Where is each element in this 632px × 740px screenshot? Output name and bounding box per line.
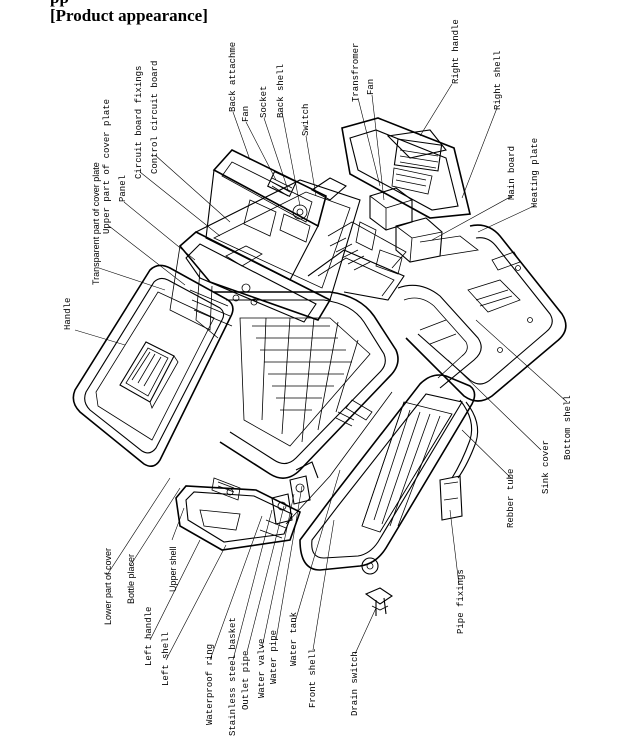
part-labels: Handle Transparent part of cover plate U… <box>63 19 573 736</box>
label-handle: Handle <box>63 298 73 330</box>
label-heating-plate: Heating plate <box>530 138 540 208</box>
pipe-drawing <box>439 399 479 521</box>
label-circuit-board-fixings: Circuit board fixings <box>134 66 144 179</box>
label-drain-switch: Drain switch <box>350 651 360 716</box>
label-back-attachment: Back attachme <box>228 42 238 112</box>
label-left-shell: Left shell <box>161 632 171 686</box>
label-bottle-placer: Bottle placer <box>126 554 136 604</box>
label-left-handle: Left handle <box>144 607 154 666</box>
label-right-shell: Right shell <box>493 51 503 110</box>
left-shell-drawing <box>175 477 301 551</box>
bottom-shell-drawing <box>405 224 567 402</box>
label-water-tank: Water tank <box>289 612 299 666</box>
label-right-handle: Right handle <box>451 19 461 84</box>
label-water-valve: Water valve <box>257 639 267 698</box>
diagram-artwork <box>72 83 568 661</box>
label-upper-part-of-cover-plate: Upper part of cover plate <box>102 99 112 234</box>
label-pipe-fixings: Pipe fixings <box>456 569 466 634</box>
label-socket: Socket <box>259 86 269 118</box>
label-switch: Switch <box>301 104 311 136</box>
panel-drawing <box>169 179 361 339</box>
label-transformer: Transfromer <box>351 43 361 102</box>
label-panel: Panel <box>118 175 128 202</box>
label-back-shell: Back shell <box>276 64 286 118</box>
label-rubber-tube: Rebber tube <box>506 469 516 528</box>
transformer-drawing <box>355 187 479 275</box>
label-main-board: Main board <box>507 146 517 200</box>
label-fan-right: Fan <box>366 79 376 95</box>
label-sink-cover: Sink cover <box>541 440 551 494</box>
page-title: [Product appearance] <box>50 6 208 25</box>
drain-switch-drawing <box>364 587 393 616</box>
label-outlet-pipe: Outlet pipe <box>241 651 251 710</box>
label-waterproof-ring: Waterproof ring <box>205 644 215 725</box>
sink-cover-drawing <box>397 284 482 389</box>
label-lower-part-of-cover: Lower part of cover <box>103 548 113 625</box>
front-shell-drawing <box>285 374 476 575</box>
label-transparent-part-of-cover-plate: Transparent part of cover plate <box>91 162 101 285</box>
label-fan-left: Fan <box>241 106 251 122</box>
label-front-shell: Front shell <box>308 649 318 708</box>
water-tank-drawing <box>214 221 407 479</box>
label-stainless-steel-basket: Stainless steel basket <box>228 617 238 736</box>
leader-lines <box>74 83 568 661</box>
valve-cluster-drawing <box>259 461 319 539</box>
right-shell-drawing <box>341 117 471 219</box>
back-housing-drawing <box>205 149 347 281</box>
label-upper-shell: Upper shell <box>168 546 178 592</box>
cropped-heading-line: pp <box>50 0 69 8</box>
label-control-circuit-board: Control circuit board <box>150 61 160 174</box>
label-water-pipe: Water pipe <box>269 630 279 684</box>
label-bottom-shell: Bottom shell <box>563 395 573 460</box>
cover-plate-drawing <box>72 264 234 468</box>
